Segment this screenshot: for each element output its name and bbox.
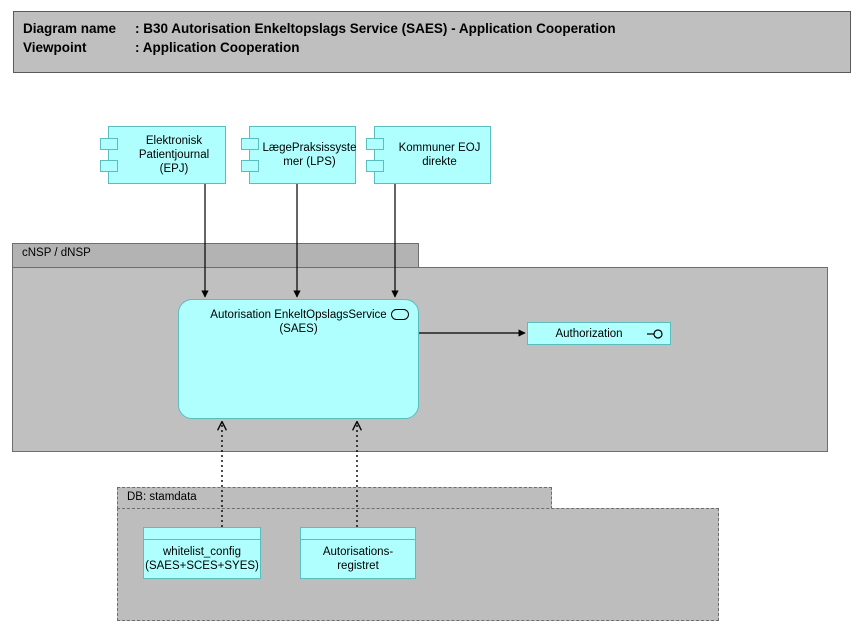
db-table-autorisationsregistret[interactable]: Autorisations- registret xyxy=(300,527,416,579)
component-lps-label: LægePraksissyste mer (LPS) xyxy=(262,142,357,168)
group-header-stamdata: DB: stamdata xyxy=(117,487,552,509)
application-service-icon xyxy=(391,309,409,320)
component-epj[interactable]: Elektronisk Patientjournal (EPJ) xyxy=(100,126,226,184)
db-table-whitelist-config-label: whitelist_config (SAES+SCES+SYES) xyxy=(145,546,259,572)
diagram-name-value: : B30 Autorisation Enkeltopslags Service… xyxy=(135,21,616,36)
interface-authorization-label: Authorization xyxy=(555,327,623,340)
viewpoint-value: : Application Cooperation xyxy=(135,40,300,55)
group-header-cnsp: cNSP / dNSP xyxy=(12,243,419,268)
diagram-title-box: Diagram name : B30 Autorisation Enkeltops… xyxy=(13,11,851,73)
component-port-icon xyxy=(100,160,118,172)
lollipop-interface-icon xyxy=(647,328,663,339)
interface-authorization[interactable]: Authorization xyxy=(527,322,671,345)
group-label-stamdata: DB: stamdata xyxy=(127,491,197,503)
component-port-icon xyxy=(241,160,259,172)
diagram-name-label: Diagram name xyxy=(23,21,117,36)
db-table-whitelist-config[interactable]: whitelist_config (SAES+SCES+SYES) xyxy=(143,527,261,579)
db-table-header-bar xyxy=(301,528,415,540)
group-body-cnsp xyxy=(12,267,828,452)
viewpoint-label: Viewpoint xyxy=(23,40,87,55)
component-lps[interactable]: LægePraksissyste mer (LPS) xyxy=(241,126,356,184)
application-service-saes[interactable]: Autorisation EnkeltOpslagsService (SAES) xyxy=(178,299,419,419)
application-service-saes-label: Autorisation EnkeltOpslagsService (SAES) xyxy=(210,309,387,335)
component-port-icon xyxy=(100,138,118,150)
db-table-header-bar xyxy=(144,528,260,540)
component-kommuner-eoj-label: Kommuner EOJ direkte xyxy=(398,142,481,168)
diagram-name-line: Diagram name : B30 Autorisation Enkeltops… xyxy=(23,19,850,38)
component-port-icon xyxy=(241,138,259,150)
component-epj-label: Elektronisk Patientjournal (EPJ) xyxy=(138,135,210,175)
component-port-icon xyxy=(366,138,384,150)
component-port-icon xyxy=(366,160,384,172)
component-kommuner-eoj[interactable]: Kommuner EOJ direkte xyxy=(366,126,491,184)
group-label-cnsp: cNSP / dNSP xyxy=(22,247,91,259)
db-table-autorisationsregistret-label: Autorisations- registret xyxy=(322,546,394,572)
viewpoint-line: Viewpoint : Application Cooperation xyxy=(23,38,850,57)
